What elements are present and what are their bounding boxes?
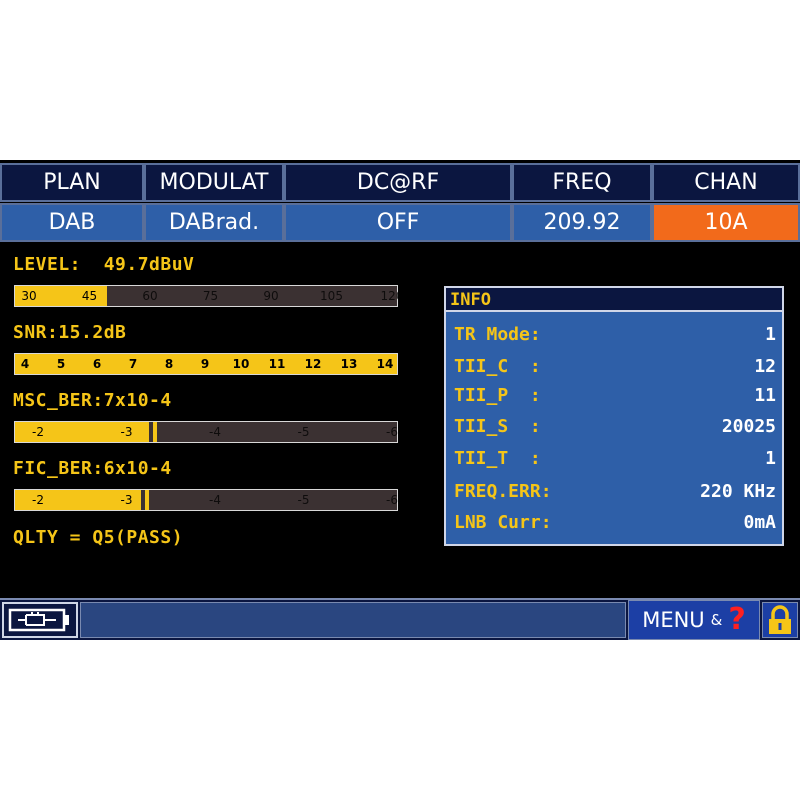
info-row-key: FREQ.ERR: — [454, 481, 552, 502]
fic_ber-tick: -4 — [209, 493, 221, 507]
msc_ber-tick: -5 — [297, 425, 310, 439]
info-row-key: TR Mode: — [454, 324, 541, 345]
header-chan[interactable]: CHAN — [652, 163, 800, 202]
msc-ber-bar-fill — [15, 422, 149, 442]
level-bar: 30 45 60 75 90 105 120 — [14, 285, 403, 307]
info-row-value: 220 KHz — [700, 481, 776, 502]
info-row-key: TII_T : — [454, 448, 541, 469]
footer-bar: MENU & ? — [0, 598, 800, 640]
info-row: TII_S : 20025 — [454, 416, 776, 442]
snr-tick: 6 — [92, 357, 102, 371]
header-freq[interactable]: FREQ — [512, 163, 652, 202]
fic-ber-bar: -2 -3 -4 -5 -6 — [14, 489, 398, 511]
fic_ber-tick: -2 — [32, 493, 44, 507]
level-tick: 90 — [263, 289, 279, 303]
header-dcrf[interactable]: DC@RF — [284, 163, 512, 202]
menu-label: MENU — [642, 608, 705, 632]
info-row: TII_P : 11 — [454, 385, 776, 411]
battery-icon — [2, 602, 78, 638]
info-row: TR Mode: 1 — [454, 324, 776, 350]
menu-button[interactable]: MENU & ? — [628, 600, 760, 640]
status-bar — [80, 602, 626, 638]
info-row-value: 20025 — [721, 416, 776, 437]
fic-ber-marker — [145, 490, 150, 510]
snr-tick: 12 — [304, 357, 322, 371]
snr-tick: 5 — [56, 357, 66, 371]
quality-label: QLTY = Q5(PASS) — [13, 527, 184, 548]
snr-tick: 11 — [268, 357, 286, 371]
freq-value[interactable]: 209.92 — [512, 203, 652, 242]
msc_ber-tick: -4 — [209, 425, 221, 439]
info-row-value: 1 — [765, 324, 776, 345]
snr-tick: 14 — [376, 357, 394, 371]
info-row-value: 0mA — [743, 512, 776, 533]
snr-tick: 13 — [340, 357, 358, 371]
snr-tick: 7 — [128, 357, 138, 371]
fic-ber-label: FIC_BER:6x10-4 — [13, 458, 172, 479]
modulation-value[interactable]: DABrad. — [144, 203, 284, 242]
level-tick: 120 — [380, 289, 404, 303]
msc-ber-label: MSC_BER:7x10-4 — [13, 390, 172, 411]
level-tick: 30 — [21, 289, 37, 303]
msc_ber-tick: -3 — [120, 425, 133, 439]
info-row-value: 1 — [765, 448, 776, 469]
info-title: INFO — [446, 288, 782, 312]
fic-ber-bar-fill — [15, 490, 142, 510]
chan-value[interactable]: 10A — [652, 203, 800, 242]
info-row-key: TII_C : — [454, 356, 541, 377]
info-row-key: TII_P : — [454, 385, 541, 406]
snr-tick: 8 — [164, 357, 174, 371]
msc-ber-bar: -2 -3 -4 -5 -6 — [14, 421, 398, 443]
menu-amp: & — [710, 611, 723, 629]
fic_ber-tick: -5 — [297, 493, 310, 507]
msc-ber-marker — [152, 422, 157, 442]
fic_ber-tick: -6 — [386, 493, 398, 507]
info-row-key: LNB Curr: — [454, 512, 552, 533]
level-tick: 45 — [81, 289, 98, 303]
info-row-key: TII_S : — [454, 416, 541, 437]
level-tick: 60 — [142, 289, 158, 303]
info-row: TII_C : 12 — [454, 356, 776, 382]
info-row-value: 11 — [754, 385, 776, 406]
info-row: FREQ.ERR: 220 KHz — [454, 481, 776, 507]
info-row-value: 12 — [754, 356, 776, 377]
info-row: LNB Curr: 0mA — [454, 512, 776, 538]
level-bar-fill — [15, 286, 107, 306]
dcrf-value[interactable]: OFF — [284, 203, 512, 242]
help-icon[interactable]: ? — [728, 602, 746, 637]
header-modulation[interactable]: MODULAT — [144, 163, 284, 202]
lock-icon[interactable] — [762, 602, 798, 638]
snr-tick: 4 — [20, 357, 30, 371]
msc_ber-tick: -2 — [32, 425, 44, 439]
analyzer-screen: PLAN MODULAT DC@RF FREQ CHAN DAB DABrad.… — [0, 160, 800, 640]
fic_ber-tick: -3 — [120, 493, 133, 507]
msc_ber-tick: -6 — [386, 425, 398, 439]
snr-label: SNR:15.2dB — [13, 322, 127, 343]
level-tick: 75 — [202, 289, 219, 303]
snr-tick: 10 — [232, 357, 250, 371]
info-row: TII_T : 1 — [454, 448, 776, 474]
level-tick: 105 — [320, 289, 343, 303]
header-plan[interactable]: PLAN — [0, 163, 144, 202]
level-label: LEVEL: 49.7dBuV — [13, 254, 195, 275]
snr-tick: 9 — [200, 357, 210, 371]
snr-bar: 4 5 6 7 8 9 10 11 12 13 14 — [14, 353, 398, 375]
plan-value[interactable]: DAB — [0, 203, 144, 242]
